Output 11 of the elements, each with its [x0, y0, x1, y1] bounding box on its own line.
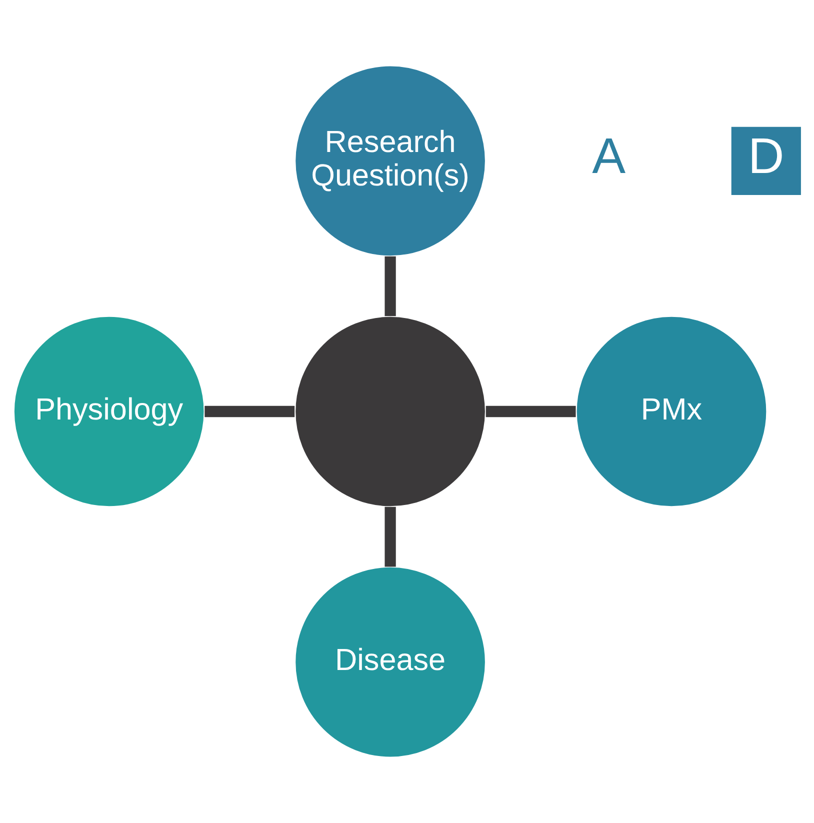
node-circle: Physiology: [13, 315, 206, 508]
node-circle: Research Question(s): [294, 64, 486, 257]
node-circle: Disease: [294, 566, 486, 758]
connector: [486, 406, 576, 418]
connector: [204, 406, 295, 418]
label: A: [592, 128, 626, 184]
connector: [384, 256, 396, 316]
node-circle: [294, 315, 486, 508]
label: D: [748, 128, 784, 184]
node-circle: PMx: [575, 315, 768, 508]
connector: [384, 506, 396, 567]
